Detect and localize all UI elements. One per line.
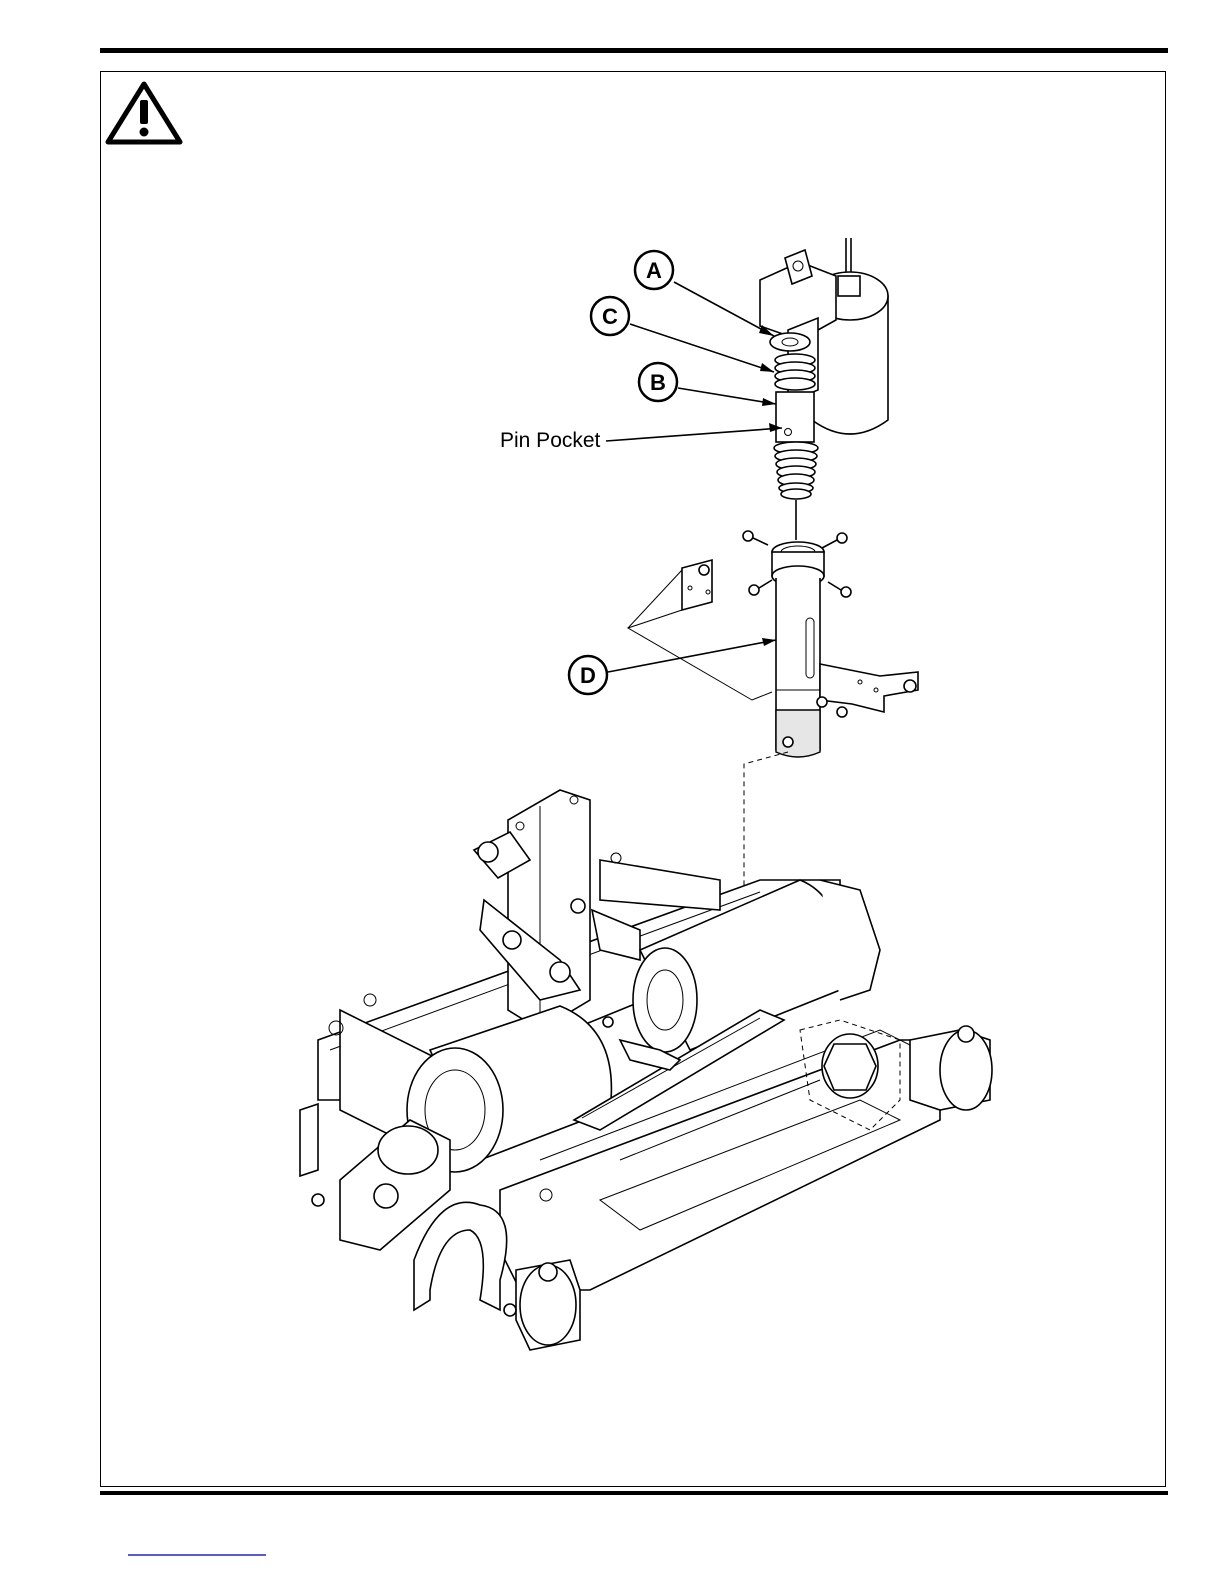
callout-a: A — [635, 251, 774, 336]
pin-pocket-label: Pin Pocket — [500, 423, 782, 452]
callout-d-letter: D — [580, 663, 596, 688]
callout-a-letter: A — [646, 258, 662, 283]
callout-d: D — [569, 638, 776, 694]
actuator-motor-drawing — [760, 238, 888, 540]
callout-c: C — [591, 297, 774, 372]
callout-b-letter: B — [650, 370, 666, 395]
warning-triangle-icon — [108, 84, 180, 142]
deck-base-drawing — [300, 790, 992, 1350]
pin-pocket-text: Pin Pocket — [500, 429, 601, 452]
callout-b: B — [639, 363, 776, 406]
callout-c-letter: C — [602, 304, 618, 329]
